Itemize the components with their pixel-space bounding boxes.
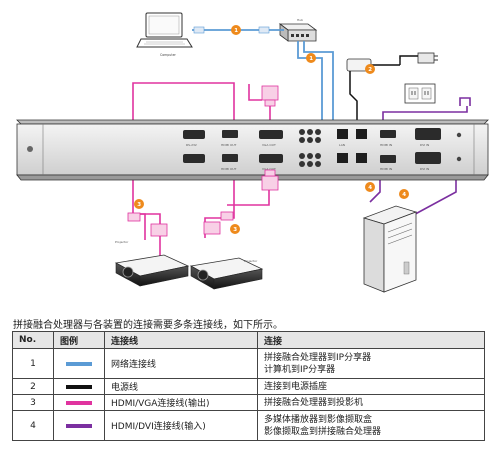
network-cable <box>192 29 334 122</box>
cable-type: HDMI/DVI连接线(输入) <box>104 410 258 441</box>
svg-text:1: 1 <box>309 56 313 62</box>
hdmi-in-port <box>380 130 396 138</box>
hub-icon <box>278 23 318 42</box>
color-swatch <box>66 400 92 405</box>
hub-label: Hub <box>297 18 303 22</box>
svg-text:4: 4 <box>368 185 372 191</box>
table-row: 1 网络连接线 拼接融合处理器到IP分享器 计算机到IP分享器 <box>12 348 485 379</box>
vga-connector-icon <box>127 85 279 237</box>
caption: 拼接融合处理器与各装置的连接需要多条连接线，如下所示。 <box>13 320 283 331</box>
processor-device: RS-232 HDMI OUT VGA OUT HDMI OUT VGA OUT… <box>16 119 489 181</box>
port-label: VGA OUT <box>262 167 276 171</box>
row-number: 1 <box>12 348 54 379</box>
header-legend: 图例 <box>53 331 105 349</box>
legend-cell <box>53 348 105 379</box>
connection-cell: 拼接融合处理器到IP分享器 计算机到IP分享器 <box>257 348 485 379</box>
wall-outlet-icon <box>404 83 436 104</box>
port-label: LAN <box>339 143 345 147</box>
legend-cell <box>53 394 105 411</box>
header-connection: 连接 <box>257 331 485 349</box>
row-number: 4 <box>12 410 54 441</box>
color-swatch <box>66 361 92 366</box>
connection-text: 多媒体播放器到影像撷取盒 <box>264 414 373 425</box>
port-label: DVI IN <box>420 167 429 171</box>
row-number: 3 <box>12 394 54 411</box>
table-row: 3 HDMI/VGA连接线(输出) 拼接融合处理器到投影机 <box>12 394 485 411</box>
color-swatch <box>66 423 92 428</box>
cable-legend-table: No. 图例 连接线 连接 1 网络连接线 拼接融合处理器到IP分享器 计算机到… <box>12 331 485 441</box>
step-badge: 1 <box>306 53 316 63</box>
power-cable <box>349 55 418 122</box>
port-label: HDMI IN <box>380 167 392 171</box>
network-connector <box>193 26 205 34</box>
connection-text: 拼接融合处理器到投影机 <box>264 397 364 408</box>
laptop-icon <box>136 12 193 48</box>
step-badge: 1 <box>231 25 241 35</box>
legend-cell <box>53 410 105 441</box>
color-swatch <box>66 384 92 389</box>
table-row: 4 HDMI/DVI连接线(输入) 多媒体播放器到影像撷取盒 影像撷取盒到拼接融… <box>12 410 485 441</box>
connection-diagram: Computer Hub <box>16 12 489 293</box>
connection-cell: 连接到电源插座 <box>257 378 485 395</box>
port-label: HDMI IN <box>380 143 392 147</box>
svg-text:2: 2 <box>368 67 372 73</box>
step-badge: 3 <box>230 224 240 234</box>
hdmi-out-port <box>222 130 238 138</box>
power-plug-icon <box>417 52 438 64</box>
projector-label: Projector <box>115 240 129 244</box>
cable-type: HDMI/VGA连接线(输出) <box>104 394 258 411</box>
power-adapter-icon <box>346 58 401 72</box>
step-badge: 2 <box>365 64 375 74</box>
dvi-in-port <box>415 128 441 140</box>
header-cable-type: 连接线 <box>104 331 258 349</box>
vga-out-port <box>259 130 283 139</box>
row-number: 2 <box>12 378 54 395</box>
connection-text: 影像撷取盒到拼接融合处理器 <box>264 426 382 437</box>
svg-text:3: 3 <box>137 202 141 208</box>
tower-pc-icon <box>362 205 418 293</box>
port-label: HDMI OUT <box>221 167 237 171</box>
svg-text:4: 4 <box>402 192 406 198</box>
lan-port <box>337 129 348 139</box>
step-badge: 4 <box>399 189 409 199</box>
port-label: HDMI OUT <box>221 143 237 147</box>
projector-icon <box>114 254 190 287</box>
connection-text: 拼接融合处理器到IP分享器 <box>264 352 372 363</box>
connection-cell: 拼接融合处理器到投影机 <box>257 394 485 411</box>
legend-cell <box>53 378 105 395</box>
network-connector <box>258 26 270 34</box>
connection-text: 连接到电源插座 <box>264 381 328 392</box>
svg-text:3: 3 <box>233 227 237 233</box>
connection-text: 计算机到IP分享器 <box>264 364 336 375</box>
table-row: 2 电源线 连接到电源插座 <box>12 378 485 395</box>
projector-label: Projector <box>244 259 258 263</box>
step-badge: 3 <box>134 199 144 209</box>
rs232-port <box>183 130 205 139</box>
svg-text:1: 1 <box>234 28 238 34</box>
computer-label: Computer <box>160 53 177 57</box>
port-label: RS-232 <box>186 143 197 147</box>
port-label: VGA OUT <box>262 143 276 147</box>
projector-icon <box>189 257 264 290</box>
cable-type: 网络连接线 <box>104 348 258 379</box>
step-badge: 4 <box>365 182 375 192</box>
header-no: No. <box>12 331 54 349</box>
port-label: DVI IN <box>420 143 429 147</box>
connection-cell: 多媒体播放器到影像撷取盒 影像撷取盒到拼接融合处理器 <box>257 410 485 441</box>
table-header-row: No. 图例 连接线 连接 <box>12 331 485 349</box>
cable-type: 电源线 <box>104 378 258 395</box>
